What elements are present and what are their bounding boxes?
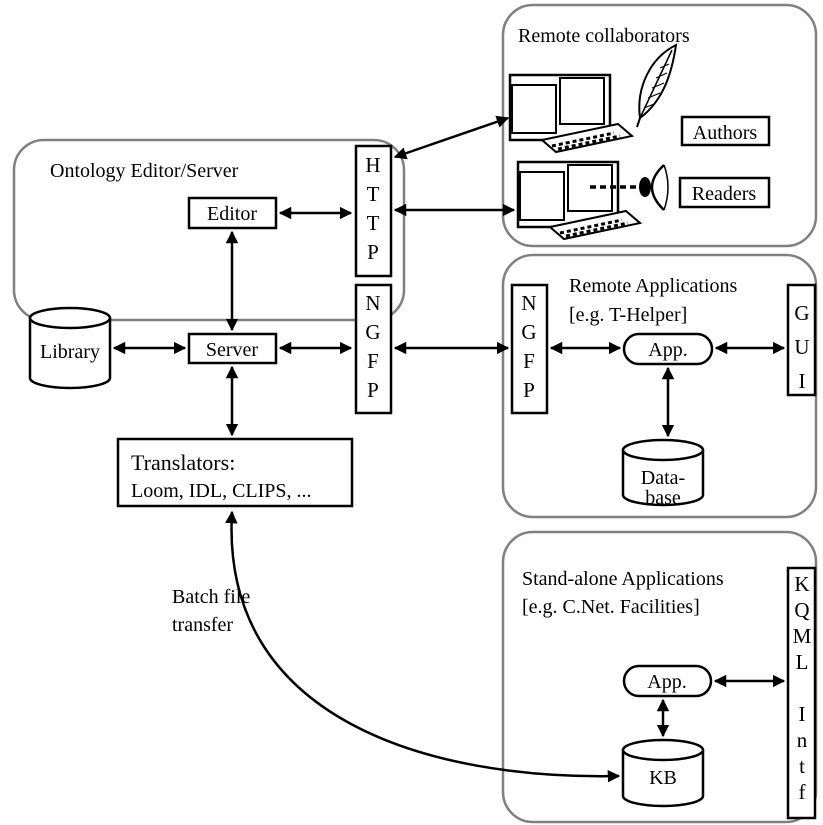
authors-box [680,115,771,147]
http-box [354,144,393,278]
kqml-letter: K [794,572,809,596]
editor-box [187,196,278,230]
server-label: Server [206,339,259,361]
http-letter: H [365,153,380,177]
ngfp-server-letter: N [365,291,380,315]
standalone-applications-subtitle: [e.g. C.Net. Facilities] [522,596,700,618]
quill-pen-icon [636,43,678,128]
http-letter: T [367,211,380,235]
kb-label: KB [649,767,677,789]
ngfp-server-letter: F [367,349,379,373]
ngfp-server-letter: P [367,378,379,402]
database-label-line1: Data- [641,467,685,489]
standalone-app-label: App. [647,671,686,693]
standalone-app-box [622,664,713,698]
library-cylinder [28,306,112,390]
arrow-batch-transfer [225,510,621,783]
translators-list: Loom, IDL, CLIPS, ... [131,480,312,502]
ngfp-server-letter: G [365,320,380,344]
gui-letter: G [794,301,809,325]
editor-server-panel [12,138,406,322]
editor-label: Editor [207,203,257,225]
readers-box [678,176,771,209]
gui-letter: U [794,335,809,359]
remote-applications-subtitle: [e.g. T-Helper] [569,304,687,326]
translators-title: Translators: [131,450,235,475]
arrow-http-authors [393,115,510,160]
kqml-letter: f [799,780,806,804]
kqml-letter: M [793,624,812,648]
reader-computer-icon [516,160,643,241]
remote-app-label: App. [648,339,687,361]
standalone-applications-title: Stand-alone Applications [522,568,724,590]
kqml-letter: I [799,702,806,726]
ngfp-remote-letter: G [521,320,536,344]
author-computer-icon [508,73,635,154]
batch-transfer-label-line2: transfer [172,614,233,636]
http-letter: P [367,240,379,264]
server-box [187,332,278,365]
remote-collaborators-title: Remote collaborators [518,25,690,47]
kqml-letter: t [799,754,805,778]
ngfp-remote-box [510,283,549,415]
editor-server-title: Ontology Editor/Server [50,160,239,182]
ngfp-remote-letter: P [523,378,535,402]
gui-box [786,283,817,397]
gui-letter: I [799,369,806,393]
translators-box [116,437,354,508]
remote-applications-title: Remote Applications [569,275,738,297]
library-label: Library [40,341,100,363]
readers-label: Readers [692,183,757,205]
kqml-letter: Q [794,598,809,622]
kqml-letter: L [796,650,809,674]
kqml-letter: n [797,728,808,752]
ngfp-server-box [354,283,393,415]
database-label-line2: base [645,487,681,509]
database-cylinder [621,438,705,507]
authors-label: Authors [693,122,758,144]
eye-icon [639,164,669,211]
http-letter: T [367,182,380,206]
ngfp-remote-letter: F [523,349,535,373]
ngfp-remote-letter: N [521,291,536,315]
remote-app-box [622,332,714,366]
kb-cylinder [621,738,705,808]
kqml-interface-box [786,566,817,820]
